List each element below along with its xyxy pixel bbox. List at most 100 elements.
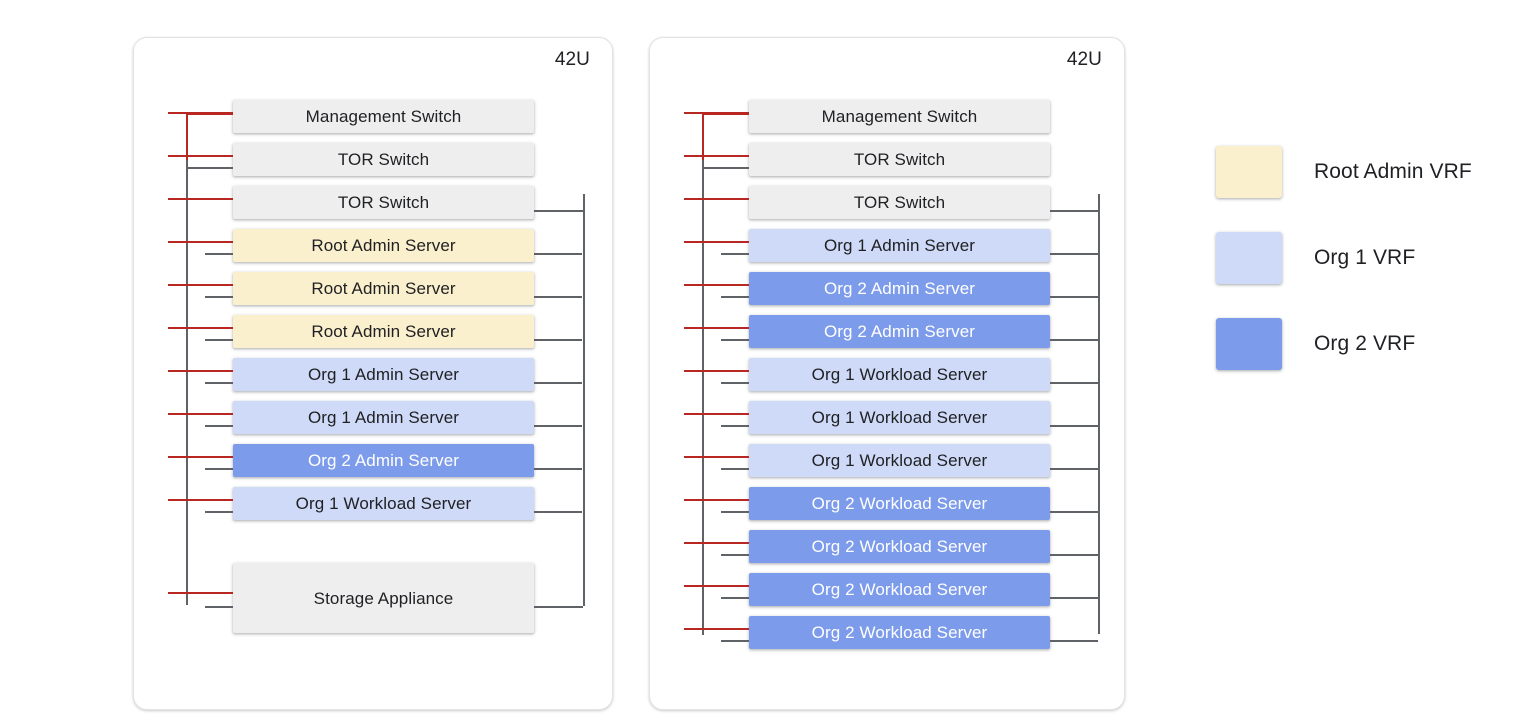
uplink-wire bbox=[1050, 554, 1098, 556]
device-label: Org 2 Workload Server bbox=[811, 494, 988, 513]
legend-label-root-admin-vrf: Root Admin VRF bbox=[1314, 160, 1472, 183]
device-box: Org 2 Admin Server bbox=[233, 444, 534, 477]
power-wire bbox=[168, 284, 233, 286]
power-wire bbox=[684, 327, 749, 329]
device-label: Org 1 Workload Server bbox=[295, 494, 472, 513]
power-wire bbox=[168, 155, 233, 157]
power-wire bbox=[684, 155, 749, 157]
mgmt-wire bbox=[721, 339, 749, 341]
power-wire bbox=[168, 456, 233, 458]
rack-1-capacity-label: 42U bbox=[554, 49, 590, 70]
mgmt-wire bbox=[721, 511, 749, 513]
mgmt-wire bbox=[721, 640, 749, 642]
uplink-wire bbox=[534, 606, 583, 608]
uplink-wire bbox=[1050, 640, 1098, 642]
mgmt-wire bbox=[721, 554, 749, 556]
device-box: Org 2 Workload Server bbox=[749, 530, 1050, 563]
legend-label-org2-vrf: Org 2 VRF bbox=[1314, 332, 1416, 355]
uplink-wire bbox=[534, 511, 582, 513]
device-label: TOR Switch bbox=[337, 193, 430, 212]
device-label: Org 2 Admin Server bbox=[307, 451, 460, 470]
power-wire bbox=[684, 241, 749, 243]
device-label: Org 1 Workload Server bbox=[811, 408, 988, 427]
uplink-wire bbox=[534, 296, 582, 298]
device-label: Root Admin Server bbox=[311, 322, 456, 341]
power-wire bbox=[168, 198, 233, 200]
device-label: Root Admin Server bbox=[311, 279, 456, 298]
uplink-wire bbox=[1050, 382, 1098, 384]
power-wire bbox=[168, 499, 233, 501]
power-wire bbox=[684, 413, 749, 415]
uplink-wire bbox=[534, 210, 585, 212]
power-wire bbox=[168, 413, 233, 415]
legend-label-org1-vrf: Org 1 VRF bbox=[1314, 246, 1416, 269]
device-label: TOR Switch bbox=[853, 193, 946, 212]
uplink-wire bbox=[534, 253, 582, 255]
power-wire bbox=[684, 456, 749, 458]
mgmt-wire bbox=[205, 606, 233, 608]
device-label: Org 2 Workload Server bbox=[811, 580, 988, 599]
device-box: Org 1 Workload Server bbox=[233, 487, 534, 520]
device-box: Org 1 Admin Server bbox=[233, 358, 534, 391]
power-wire bbox=[168, 241, 233, 243]
device-box: Root Admin Server bbox=[233, 315, 534, 348]
device-label: Org 1 Workload Server bbox=[811, 365, 988, 384]
device-label: Org 2 Workload Server bbox=[811, 623, 988, 642]
device-label: Org 2 Admin Server bbox=[823, 279, 976, 298]
mgmt-wire bbox=[205, 382, 233, 384]
uplink-wire bbox=[1050, 296, 1098, 298]
uplink-wire bbox=[1050, 511, 1098, 513]
device-label: Org 2 Admin Server bbox=[823, 322, 976, 341]
device-box: Storage Appliance bbox=[233, 563, 534, 633]
device-box: Org 2 Workload Server bbox=[749, 616, 1050, 649]
mgmt-wire bbox=[721, 468, 749, 470]
device-label: Org 1 Admin Server bbox=[823, 236, 976, 255]
device-box: Org 1 Admin Server bbox=[749, 229, 1050, 262]
device-label: Org 1 Workload Server bbox=[811, 451, 988, 470]
rack-1-tor-uplink-bus bbox=[583, 194, 585, 606]
legend-item-org1-vrf: Org 1 VRF bbox=[1216, 232, 1506, 284]
uplink-wire bbox=[1050, 210, 1100, 212]
device-box: Org 1 Workload Server bbox=[749, 444, 1050, 477]
uplink-wire bbox=[1050, 468, 1098, 470]
rack-2-tor-uplink-bus bbox=[1098, 194, 1100, 634]
power-wire bbox=[684, 628, 749, 630]
mgmt-wire bbox=[205, 511, 233, 513]
mgmt-wire bbox=[205, 253, 233, 255]
power-wire bbox=[168, 370, 233, 372]
device-label: Storage Appliance bbox=[313, 588, 454, 608]
uplink-wire bbox=[534, 382, 582, 384]
power-wire bbox=[684, 499, 749, 501]
power-wire bbox=[684, 284, 749, 286]
device-box: Root Admin Server bbox=[233, 229, 534, 262]
legend-swatch-org2-vrf bbox=[1216, 318, 1282, 370]
device-box: Org 1 Admin Server bbox=[233, 401, 534, 434]
power-wire bbox=[168, 327, 233, 329]
device-label: Org 1 Admin Server bbox=[307, 408, 460, 427]
device-box: Org 2 Admin Server bbox=[749, 315, 1050, 348]
device-box: Management Switch bbox=[233, 100, 534, 133]
vrf-legend: Root Admin VRF Org 1 VRF Org 2 VRF bbox=[1216, 146, 1506, 404]
device-box: TOR Switch bbox=[233, 186, 534, 219]
uplink-wire bbox=[1050, 597, 1098, 599]
device-box: Org 1 Workload Server bbox=[749, 358, 1050, 391]
mgmt-wire bbox=[186, 167, 233, 169]
rack-1-mgmt-bus bbox=[186, 160, 188, 605]
uplink-wire bbox=[1050, 339, 1098, 341]
device-label: Management Switch bbox=[305, 107, 462, 126]
power-bus-elbow bbox=[186, 113, 233, 115]
power-wire bbox=[684, 370, 749, 372]
uplink-wire bbox=[534, 468, 582, 470]
legend-item-org2-vrf: Org 2 VRF bbox=[1216, 318, 1506, 370]
mgmt-wire bbox=[721, 597, 749, 599]
rack-2-capacity-label: 42U bbox=[1066, 49, 1102, 70]
mgmt-wire bbox=[205, 468, 233, 470]
device-label: Org 1 Admin Server bbox=[307, 365, 460, 384]
mgmt-wire bbox=[205, 425, 233, 427]
mgmt-wire bbox=[702, 167, 749, 169]
device-label: TOR Switch bbox=[337, 150, 430, 169]
legend-swatch-root-admin-vrf bbox=[1216, 146, 1282, 198]
legend-item-root-admin-vrf: Root Admin VRF bbox=[1216, 146, 1506, 198]
device-box: Org 2 Workload Server bbox=[749, 487, 1050, 520]
